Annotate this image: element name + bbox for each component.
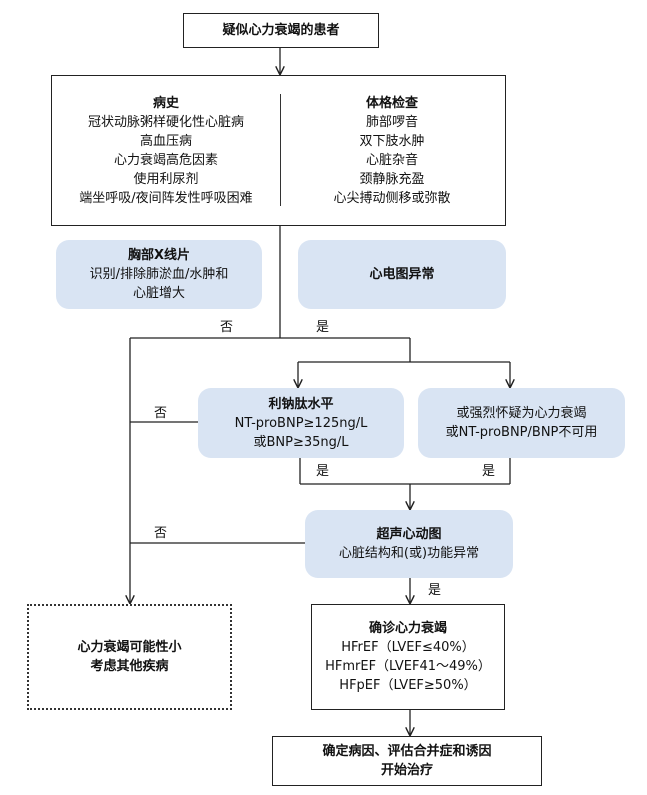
exam-item: 心脏杂音: [365, 152, 418, 168]
label-no: 否: [154, 526, 168, 541]
start-box: 疑似心力衰竭的患者: [183, 13, 379, 48]
bnp-title: 利钠肽水平: [268, 396, 334, 412]
exam-title: 体格检查: [365, 95, 418, 111]
label-yes: 是: [316, 320, 330, 335]
history-item: 使用利尿剂: [133, 171, 199, 187]
xray-line: 识别/排除肺淤血/水肿和: [89, 267, 229, 282]
suspect-box: 或强烈怀疑为心力衰竭 或NT-proBNP/BNP不可用: [418, 388, 625, 458]
xray-title: 胸部X线片: [127, 248, 191, 263]
history-column: 病史 冠状动脉粥样硬化性心脏病 高血压病 心力衰竭高危因素 使用利尿剂 端坐呼吸…: [52, 76, 280, 225]
bnp-line: 或BNP≥35ng/L: [253, 434, 349, 450]
history-item: 心力衰竭高危因素: [113, 152, 218, 168]
unlikely-box: 心力衰竭可能性小 考虑其他疾病: [27, 604, 232, 710]
bnp-box: 利钠肽水平 NT-proBNP≥125ng/L 或BNP≥35ng/L: [198, 388, 404, 458]
echo-line: 心脏结构和(或)功能异常: [338, 546, 480, 561]
final-line: 开始治疗: [380, 763, 433, 778]
exam-item: 肺部啰音: [365, 114, 418, 130]
confirm-line: HFmrEF（LVEF41～49%）: [325, 659, 491, 674]
label-yes: 是: [316, 464, 330, 479]
ecg-box: 心电图异常: [298, 240, 506, 309]
confirm-box: 确诊心力衰竭 HFrEF（LVEF≤40%） HFmrEF（LVEF41～49%…: [311, 604, 505, 710]
exam-column: 体格检查 肺部啰音 双下肢水肿 心脏杂音 颈静脉充盈 心尖搏动侧移或弥散: [280, 76, 504, 225]
echo-box: 超声心动图 心脏结构和(或)功能异常: [305, 510, 513, 578]
exam-item: 颈静脉充盈: [359, 171, 425, 187]
start-label: 疑似心力衰竭的患者: [222, 23, 340, 38]
label-no: 否: [220, 320, 234, 335]
suspect-line: 或强烈怀疑为心力衰竭: [456, 406, 587, 421]
history-exam-box: 病史 冠状动脉粥样硬化性心脏病 高血压病 心力衰竭高危因素 使用利尿剂 端坐呼吸…: [51, 75, 506, 226]
label-yes: 是: [428, 583, 442, 598]
history-item: 冠状动脉粥样硬化性心脏病: [87, 114, 244, 130]
final-line: 确定病因、评估合并症和诱因: [322, 744, 492, 759]
label-yes: 是: [482, 464, 496, 479]
confirm-title: 确诊心力衰竭: [368, 621, 447, 636]
column-divider: [280, 94, 281, 206]
label-no: 否: [154, 406, 168, 421]
exam-item: 心尖搏动侧移或弥散: [333, 190, 451, 206]
bnp-line: NT-proBNP≥125ng/L: [234, 415, 368, 431]
final-box: 确定病因、评估合并症和诱因 开始治疗: [272, 736, 542, 786]
confirm-line: HFpEF（LVEF≥50%）: [339, 678, 477, 693]
echo-title: 超声心动图: [376, 527, 442, 542]
suspect-line: 或NT-proBNP/BNP不可用: [445, 425, 598, 440]
unlikely-line: 心力衰竭可能性小: [77, 640, 182, 655]
history-title: 病史: [152, 95, 179, 111]
exam-item: 双下肢水肿: [359, 133, 425, 149]
history-item: 端坐呼吸/夜间阵发性呼吸困难: [79, 190, 253, 206]
history-item: 高血压病: [139, 133, 192, 149]
ecg-title: 心电图异常: [369, 267, 435, 282]
unlikely-line: 考虑其他疾病: [90, 659, 169, 674]
xray-box: 胸部X线片 识别/排除肺淤血/水肿和 心脏增大: [56, 240, 262, 309]
confirm-line: HFrEF（LVEF≤40%）: [341, 640, 475, 655]
xray-line: 心脏增大: [132, 286, 185, 301]
